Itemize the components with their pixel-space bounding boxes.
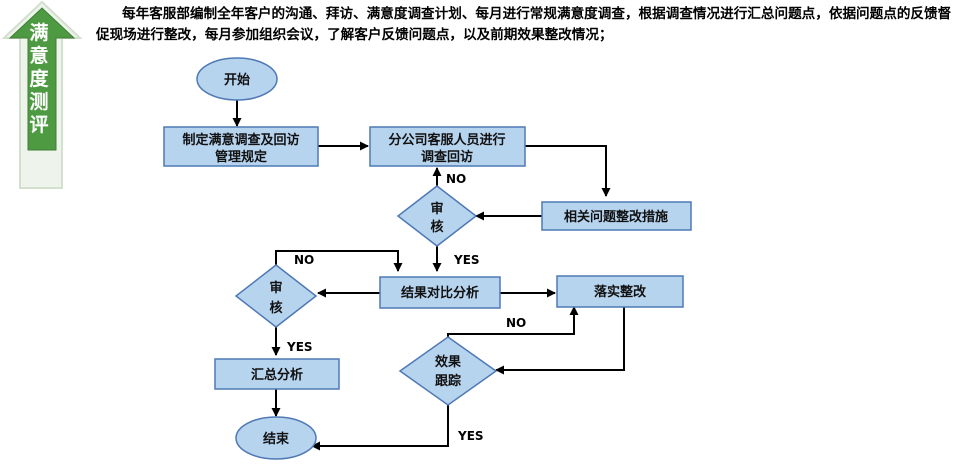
step-branch-label-line1: 分公司客服人员进行 bbox=[388, 132, 505, 148]
step-rules-node bbox=[163, 126, 319, 167]
track-label-line1: 效果 bbox=[435, 354, 461, 370]
track-node bbox=[398, 336, 498, 406]
review1-node bbox=[396, 185, 478, 247]
review2-label-line2: 核 bbox=[269, 300, 282, 316]
section-tab-label: 满 意 度 测 评 bbox=[29, 22, 49, 136]
edge-track-end bbox=[311, 405, 449, 451]
step-measures-node bbox=[541, 201, 692, 231]
flow-edges bbox=[232, 99, 625, 451]
review2-no-label: NO bbox=[294, 253, 314, 267]
step-summary-node bbox=[214, 358, 340, 390]
review2-label-line1: 审 bbox=[269, 280, 282, 296]
step-rectify-label: 落实整改 bbox=[594, 284, 647, 300]
step-summary-label: 汇总分析 bbox=[251, 367, 303, 383]
step-rectify-node bbox=[556, 275, 684, 308]
step-compare-node bbox=[379, 276, 501, 309]
end-label: 结束 bbox=[263, 431, 290, 447]
review2-yes-label: YES bbox=[286, 340, 313, 354]
start-label: 开始 bbox=[224, 72, 250, 88]
edge-review2-compare bbox=[275, 250, 403, 272]
step-branch-label-line2: 调查回访 bbox=[421, 149, 473, 165]
track-label-line2: 跟踪 bbox=[435, 373, 461, 389]
end-node bbox=[235, 416, 317, 460]
review1-label-line2: 核 bbox=[430, 219, 443, 235]
edge-track-rectify bbox=[447, 306, 579, 337]
review1-yes-label: YES bbox=[453, 253, 480, 267]
step-rules-label-line1: 制定满意调查及回访 bbox=[182, 132, 299, 148]
review1-no-label: NO bbox=[446, 172, 466, 186]
edge-branch-measures bbox=[525, 145, 611, 197]
step-rules-label-line2: 管理规定 bbox=[215, 149, 267, 165]
intro-paragraph: 每年客服部编制全年客户的沟通、拜访、满意度调查计划、每月进行常规满意度调查，根据… bbox=[96, 6, 952, 43]
review2-node bbox=[234, 264, 318, 328]
step-branch-node bbox=[369, 126, 526, 167]
step-measures-label: 相关问题整改措施 bbox=[564, 209, 668, 225]
section-tab-shape bbox=[1, 0, 83, 189]
step-compare-label: 结果对比分析 bbox=[401, 285, 479, 301]
section-tab: 满 意 度 测 评 bbox=[0, 0, 86, 190]
start-node bbox=[196, 57, 278, 101]
track-yes-label: YES bbox=[457, 429, 484, 443]
edge-rectify-track bbox=[495, 307, 625, 375]
track-no-label: NO bbox=[506, 316, 526, 330]
review1-label-line1: 审 bbox=[430, 201, 443, 217]
